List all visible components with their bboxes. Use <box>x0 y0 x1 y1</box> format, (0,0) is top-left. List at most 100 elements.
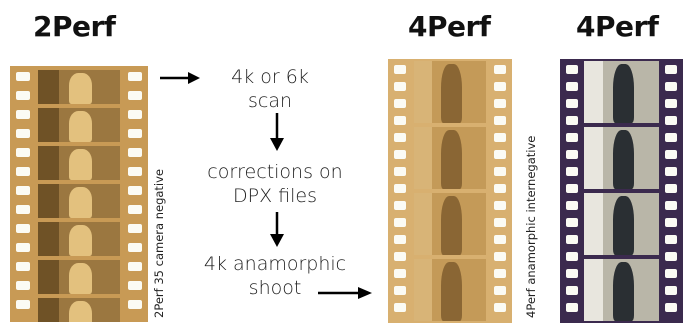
sprocket-hole <box>16 186 30 195</box>
figure-silhouette <box>612 262 634 321</box>
sprocket-hole <box>566 286 578 295</box>
sprocket-hole <box>566 133 578 142</box>
sprocket-hole <box>394 116 406 125</box>
sprocket-hole <box>16 148 30 157</box>
sprocket-hole <box>16 72 30 81</box>
figure-silhouette <box>441 130 462 189</box>
step-shoot-line2: shoot <box>248 277 302 299</box>
film-frame <box>414 127 486 189</box>
sprocket-hole <box>494 218 506 227</box>
film-frame <box>414 193 486 255</box>
sprocket-hole <box>494 99 506 108</box>
sprocket-hole <box>566 99 578 108</box>
sprocket-hole <box>16 91 30 100</box>
frame-shadow <box>38 108 59 142</box>
sprocket-hole <box>128 262 142 271</box>
sprocket-hole <box>665 218 677 227</box>
step-corrections-line2: DPX files <box>233 185 317 207</box>
film-frame <box>414 61 486 123</box>
step-scan: 4k or 6k scan <box>210 65 330 113</box>
sprocket-hole <box>566 150 578 159</box>
sprocket-hole <box>665 99 677 108</box>
sprocket-hole <box>128 110 142 119</box>
sprocket-hole <box>665 252 677 261</box>
sprocket-hole <box>566 201 578 210</box>
sprocket-hole <box>394 133 406 142</box>
sprocket-hole <box>566 269 578 278</box>
sprocket-hole <box>394 82 406 91</box>
frame-shadow <box>414 127 432 189</box>
sprocket-hole <box>494 184 506 193</box>
sprocket-hole <box>494 269 506 278</box>
sprocket-hole <box>566 252 578 261</box>
film-frame <box>584 61 659 123</box>
heading-4perf-internegative: 4Perf <box>408 10 491 43</box>
sprocket-hole <box>394 99 406 108</box>
film-frame <box>38 70 120 104</box>
sprocket-hole <box>394 65 406 74</box>
sprocket-hole <box>128 281 142 290</box>
film-frame <box>38 146 120 180</box>
arrow-negative-to-scan <box>160 72 200 84</box>
sprocket-hole <box>566 184 578 193</box>
step-scan-line1: 4k or 6k <box>231 66 309 88</box>
sprocket-hole <box>494 82 506 91</box>
sprocket-hole <box>665 82 677 91</box>
sprocket-hole <box>128 224 142 233</box>
sprocket-hole <box>128 148 142 157</box>
sprocket-hole <box>665 184 677 193</box>
sprocket-hole <box>665 133 677 142</box>
sprocket-hole <box>494 65 506 74</box>
sprocket-hole <box>16 300 30 309</box>
film-frame <box>584 259 659 321</box>
figure-silhouette <box>69 263 93 294</box>
frame-shadow <box>414 259 432 321</box>
sprocket-hole <box>566 235 578 244</box>
frame-shadow <box>584 259 603 321</box>
frame-shadow <box>584 193 603 255</box>
frame-shadow <box>584 127 603 189</box>
sprocket-hole <box>128 300 142 309</box>
figure-silhouette <box>69 111 93 142</box>
frame-shadow <box>38 70 59 104</box>
frame-shadow <box>38 298 59 322</box>
sprocket-hole <box>394 201 406 210</box>
sprocket-hole <box>665 235 677 244</box>
sprocket-hole <box>494 303 506 312</box>
arrow-corrections-to-shoot <box>270 212 284 247</box>
film-frame <box>414 259 486 321</box>
sprocket-hole <box>394 150 406 159</box>
sprocket-hole <box>16 281 30 290</box>
sprocket-hole <box>394 218 406 227</box>
sprocket-hole <box>566 82 578 91</box>
sprocket-hole <box>128 129 142 138</box>
sprocket-hole <box>128 72 142 81</box>
sprocket-hole <box>665 116 677 125</box>
sprocket-hole <box>566 303 578 312</box>
film-frame <box>38 260 120 294</box>
frame-shadow <box>38 260 59 294</box>
sprocket-hole <box>665 303 677 312</box>
sprocket-hole <box>494 252 506 261</box>
figure-silhouette <box>69 149 93 180</box>
film-frame <box>584 127 659 189</box>
sprocket-hole <box>16 110 30 119</box>
sprocket-hole <box>16 167 30 176</box>
sprocket-hole <box>494 167 506 176</box>
figure-silhouette <box>69 187 93 218</box>
heading-4perf-print: 4Perf <box>576 10 659 43</box>
arrow-scan-to-corrections <box>270 113 284 151</box>
sprocket-hole <box>566 65 578 74</box>
step-shoot-line1: 4k anamorphic <box>203 253 347 275</box>
film-frame <box>584 193 659 255</box>
frame-shadow <box>38 222 59 256</box>
sprocket-hole <box>394 184 406 193</box>
sprocket-hole <box>566 218 578 227</box>
sprocket-hole <box>665 167 677 176</box>
figure-silhouette <box>612 196 634 255</box>
film-strip-4perf-print <box>560 59 683 323</box>
film-frame <box>38 222 120 256</box>
sprocket-hole <box>566 167 578 176</box>
sprocket-hole <box>16 243 30 252</box>
